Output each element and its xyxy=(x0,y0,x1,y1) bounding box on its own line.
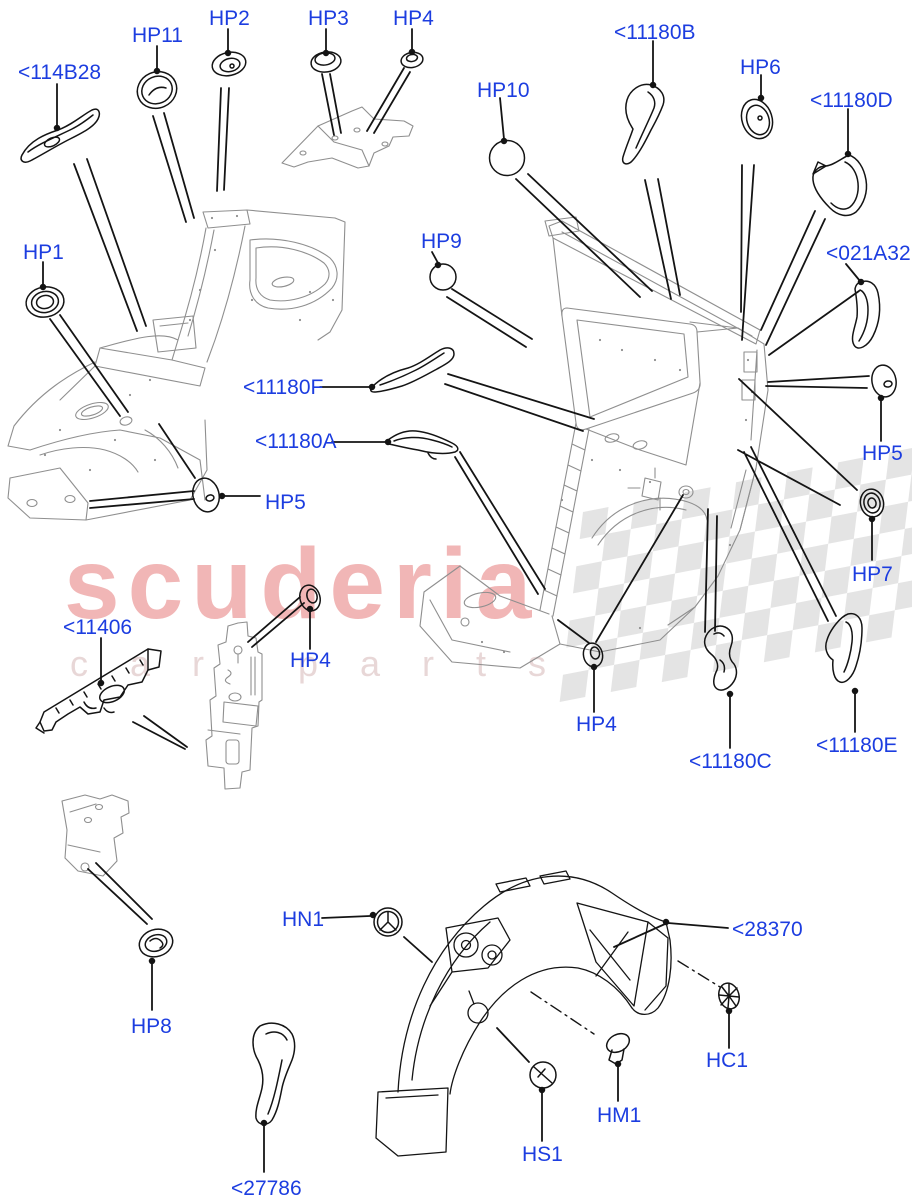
dash-insulator-panel xyxy=(205,621,263,790)
gasket-114b28 xyxy=(20,108,101,163)
part-label-021a32: <021A32 xyxy=(826,242,911,265)
insulator-11180b xyxy=(621,83,665,165)
part-label-hp4-top: HP4 xyxy=(393,7,434,30)
part-label-hp3: HP3 xyxy=(308,7,349,30)
part-label-hp4-mid: HP4 xyxy=(290,649,331,672)
pin-hm1 xyxy=(605,1032,631,1065)
watermark: scuderia car parts xyxy=(64,447,912,702)
front-wheelhouse-structure xyxy=(7,209,346,521)
part-label-hp4-low: HP4 xyxy=(576,713,617,736)
part-label-hp8: HP8 xyxy=(131,1015,172,1038)
part-label-hp2: HP2 xyxy=(209,7,250,30)
grommet-hp8 xyxy=(138,928,174,958)
watermark-brand-text: scuderia xyxy=(64,528,539,640)
part-label-hn1: HN1 xyxy=(282,908,324,931)
grommet-hp11 xyxy=(136,70,178,110)
part-label-28370: <28370 xyxy=(732,918,803,941)
stud-hs1 xyxy=(529,1061,557,1089)
part-label-hp7: HP7 xyxy=(852,563,893,586)
part-label-hp9: HP9 xyxy=(421,230,462,253)
grommet-hp3 xyxy=(310,51,342,73)
part-label-hc1: HC1 xyxy=(706,1049,748,1072)
grommet-hp4-mid xyxy=(299,584,321,612)
part-label-hp6: HP6 xyxy=(740,56,781,79)
part-label-11180f: <11180F xyxy=(243,376,323,399)
part-label-hp1: HP1 xyxy=(23,241,64,264)
grommet-hp6 xyxy=(740,98,774,140)
grommet-hp1 xyxy=(25,286,65,318)
part-label-11406: <11406 xyxy=(63,616,132,639)
insulator-021a32 xyxy=(851,280,881,349)
leader-lines xyxy=(42,28,882,1173)
grommet-hp10 xyxy=(488,139,526,177)
part-label-11180c: <11180C xyxy=(689,750,772,773)
top-support-bracket xyxy=(281,106,414,169)
grommet-hp4-top xyxy=(400,51,424,69)
part-label-11180b: <11180B xyxy=(614,21,696,44)
grommet-hn1 xyxy=(373,907,403,937)
part-label-11180a: <11180A xyxy=(255,430,337,453)
grommet-hp7 xyxy=(859,488,885,518)
part-labels: <114B28 HP11 HP2 HP3 HP4 HP10 <11180B HP… xyxy=(18,7,911,1200)
bracket-11406 xyxy=(35,648,162,734)
grommet-hp2 xyxy=(211,51,247,77)
clip-hc1 xyxy=(718,982,740,1010)
insulator-11180d xyxy=(812,154,868,217)
insulator-11180a xyxy=(385,430,459,460)
lower-left-panel xyxy=(61,794,130,877)
part-label-hp5-left: HP5 xyxy=(265,491,306,514)
part-label-11180e: <11180E xyxy=(816,734,898,757)
insulator-11180c xyxy=(703,625,738,691)
insulator-11180f xyxy=(369,347,455,393)
part-label-hp10: HP10 xyxy=(477,79,530,102)
grommet-hp5-left xyxy=(191,477,221,513)
part-label-27786: <27786 xyxy=(231,1177,302,1200)
part-label-hm1: HM1 xyxy=(597,1104,641,1127)
wheel-arch-liner-28370 xyxy=(375,870,672,1157)
part-label-hs1: HS1 xyxy=(522,1143,563,1166)
part-label-114b28: <114B28 xyxy=(18,61,101,84)
grommet-hp5-right xyxy=(871,364,897,398)
part-label-hp5-right: HP5 xyxy=(862,442,903,465)
grommet-hp4-low xyxy=(582,642,604,668)
grommet-hp9 xyxy=(429,263,457,291)
part-label-11180d: <11180D xyxy=(810,89,893,112)
part-label-hp11: HP11 xyxy=(132,24,183,47)
dash-dot-leader-lines xyxy=(530,960,721,1035)
bolt-hole-dots xyxy=(43,214,754,654)
insulator-11180e xyxy=(825,612,863,684)
bracket-27786 xyxy=(252,1022,296,1125)
